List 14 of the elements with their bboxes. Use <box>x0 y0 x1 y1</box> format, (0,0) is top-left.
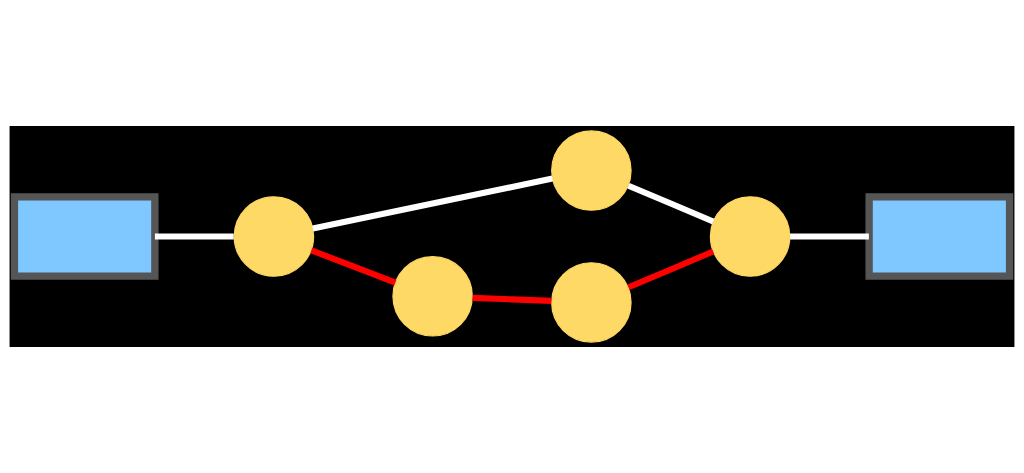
node-circle <box>709 196 791 277</box>
connector <box>310 247 397 286</box>
connector <box>627 182 715 225</box>
connector <box>790 233 869 240</box>
connector <box>312 175 554 232</box>
connector <box>472 294 552 304</box>
node-monitor <box>10 193 159 280</box>
connector <box>154 233 234 240</box>
node-circle <box>551 130 632 211</box>
node-circle <box>551 262 632 343</box>
node-circle <box>233 196 315 277</box>
node-circle <box>392 256 473 337</box>
connector <box>627 248 715 291</box>
node-monitor <box>865 193 1014 280</box>
